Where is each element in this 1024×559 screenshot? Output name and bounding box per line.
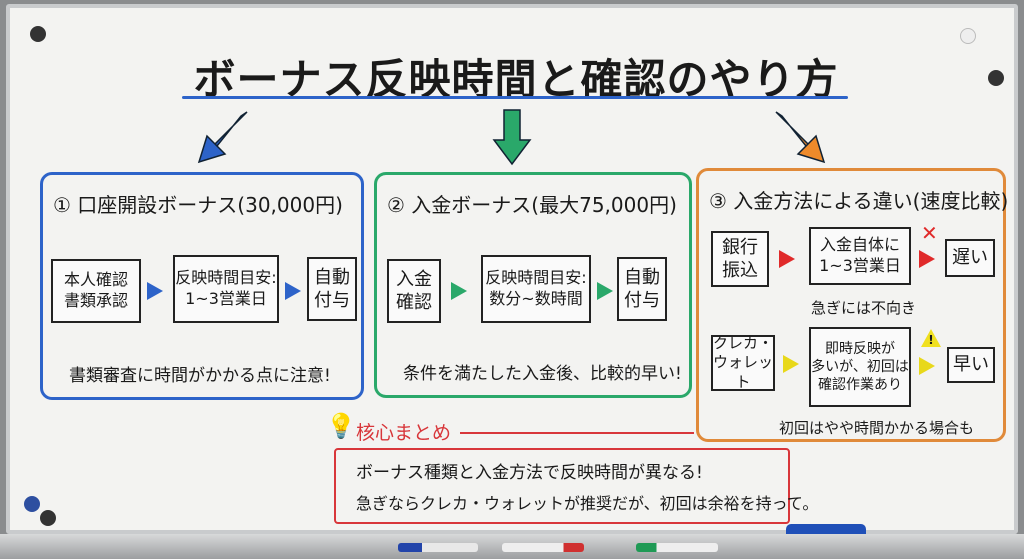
arrow-icon	[147, 282, 163, 300]
arrow-icon	[597, 282, 613, 300]
arrow-icon	[451, 282, 467, 300]
title-underline	[182, 96, 848, 99]
magnet	[960, 28, 976, 44]
summary-heading-line	[460, 432, 694, 434]
x-mark-icon: ✕	[921, 221, 938, 245]
magnet	[40, 510, 56, 526]
method-box: クレカ・ ウォレット	[711, 333, 775, 391]
magnet	[24, 496, 40, 512]
board-title: ボーナス反映時間と確認のやり方	[193, 55, 839, 104]
step-box: 入金 確認	[387, 259, 441, 323]
section-heading: ③ 入金方法による違い(速度比較)	[709, 189, 1009, 213]
row-note: 初回はやや時間かかる場合も	[779, 419, 975, 437]
result-box: 遅い	[945, 239, 995, 277]
arrow-icon	[783, 355, 799, 373]
row-note: 急ぎには不向き	[811, 299, 917, 317]
detail-box: 即時反映が 多いが、初回は 確認作業あり	[809, 327, 911, 407]
warning-icon: !	[921, 329, 941, 347]
blue-marker[interactable]	[398, 543, 478, 552]
section-deposit-bonus: ② 入金ボーナス(最大75,000円) 入金 確認 反映時間目安: 数分~数時間…	[374, 172, 692, 398]
red-marker[interactable]	[502, 543, 584, 552]
green-down-arrow-icon	[492, 109, 532, 166]
summary-heading: 核心まとめ	[356, 422, 452, 444]
blue-down-left-arrow-icon	[197, 111, 248, 164]
result-box: 早い	[947, 347, 995, 383]
section-account-bonus: ① 口座開設ボーナス(30,000円) 本人確認 書類承認 反映時間目安: 1~…	[40, 172, 364, 400]
green-marker[interactable]	[636, 543, 718, 552]
arrow-icon	[779, 250, 795, 268]
step-box: 自動 付与	[617, 257, 667, 321]
arrow-icon	[285, 282, 301, 300]
summary-box: ボーナス種類と入金方法で反映時間が異なる! 急ぎならクレカ・ウォレットが推奨だが…	[334, 448, 818, 524]
method-box: 銀行 振込	[711, 231, 769, 287]
step-box: 反映時間目安: 数分~数時間	[481, 255, 591, 323]
lightbulb-icon: 💡	[326, 412, 356, 440]
step-box: 反映時間目安: 1~3営業日	[173, 255, 279, 323]
step-box: 本人確認 書類承認	[51, 259, 141, 323]
section-heading: ② 入金ボーナス(最大75,000円)	[387, 193, 677, 217]
section-note: 条件を満たした入金後、比較的早い!	[403, 364, 682, 384]
section-deposit-methods: ③ 入金方法による違い(速度比較) 銀行 振込 入金自体に 1~3営業日 ✕ 遅…	[696, 168, 1009, 442]
step-box: 自動 付与	[307, 257, 357, 321]
magnet	[30, 26, 46, 42]
arrow-icon	[919, 250, 935, 268]
section-note: 書類審査に時間がかかる点に注意!	[69, 366, 331, 386]
section-heading: ① 口座開設ボーナス(30,000円)	[53, 193, 343, 217]
arrow-icon	[919, 357, 935, 375]
orange-down-right-arrow-icon	[775, 111, 826, 164]
magnet	[988, 70, 1004, 86]
whiteboard: ボーナス反映時間と確認のやり方 ① 口座開設ボーナス(30,000円) 本人確認…	[6, 4, 1018, 546]
summary-line: ボーナス種類と入金方法で反映時間が異なる!	[356, 463, 703, 483]
detail-box: 入金自体に 1~3営業日	[809, 227, 911, 285]
summary-line: 急ぎならクレカ・ウォレットが推奨だが、初回は余裕を持って。	[356, 494, 819, 513]
